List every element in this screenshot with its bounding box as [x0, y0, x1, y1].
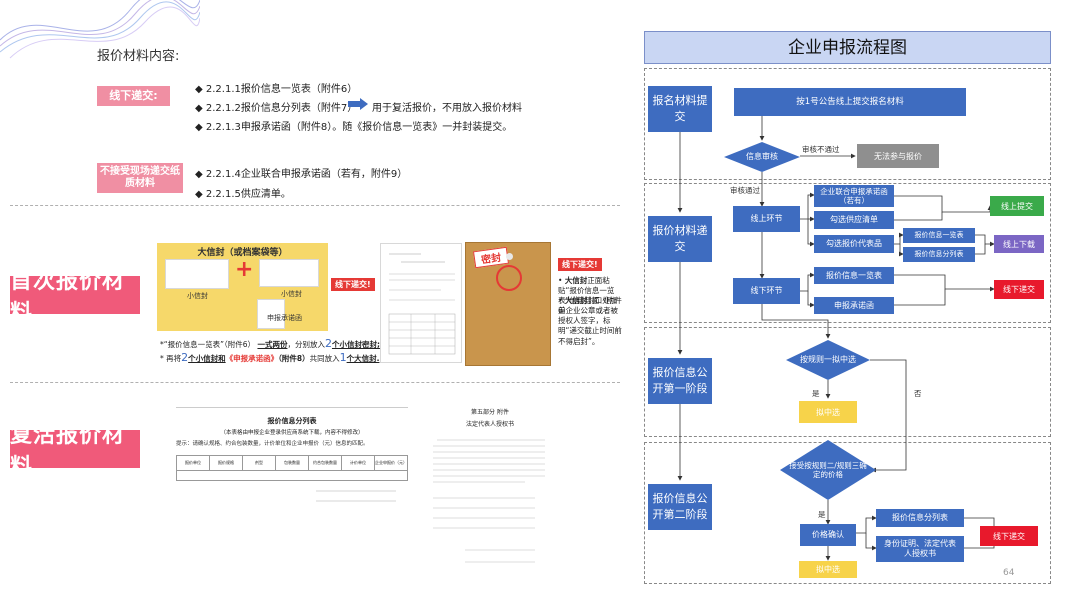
doc1-table-row — [176, 471, 408, 481]
flow-info-split-offline: 报价信息分列表 — [876, 509, 964, 527]
envelope-title: 大信封（或档案袋等） — [197, 248, 288, 258]
commit-letter-label: 申报承诺函 — [267, 314, 302, 322]
page-number: 64 — [1003, 568, 1015, 578]
diamond-rule1 — [786, 340, 870, 380]
flow-title: 企业申报流程图 — [644, 31, 1051, 64]
flow-online-step: 线上环节 — [733, 206, 800, 232]
stage-box-2 — [644, 183, 1051, 323]
flow-submit-registration: 按1号公告线上提交报名材料 — [734, 88, 966, 116]
flow-review-pass-label: 审核通过 — [730, 186, 760, 195]
section-title: 报价材料内容: — [97, 49, 180, 64]
string-button-icon — [506, 253, 513, 260]
flow-offline-submit-2: 线下递交 — [980, 526, 1038, 546]
flow-cannot-quote: 无法参与报价 — [857, 144, 939, 168]
small-envelope-label-2: 小信封 — [281, 290, 302, 298]
flow-joint-commitment: 企业联合申报承诺函（若有） — [814, 185, 894, 207]
flow-info-list-online: 报价信息一览表 — [903, 228, 975, 243]
plus-sign: + — [235, 257, 254, 282]
flow-review-label: 信息审核 — [746, 152, 778, 161]
doc1-signature-lines — [316, 490, 396, 502]
flow-offline-step: 线下环节 — [733, 278, 800, 304]
authorization-document: 第五部分 附件 法定代表人授权书 — [425, 403, 555, 573]
stage-label-public-2: 报价信息公开第二阶段 — [648, 484, 712, 530]
flow-online-submit: 线上提交 — [990, 196, 1044, 216]
flow-commitment-letter: 申报承诺函 — [814, 297, 894, 314]
small-envelope-thumb-2 — [259, 259, 319, 287]
diamond-review — [724, 142, 800, 172]
decorative-swirl — [0, 0, 200, 59]
stage-label-submission: 报价材料递交 — [648, 216, 712, 262]
doc1-title: 报价信息分列表 — [267, 417, 317, 425]
envelope-note-1: *“报价信息一览表”（附件6） 一式两份，分别放入2个小信封密封; — [160, 337, 380, 350]
no-paper-pill: 不接受现场递交纸质材料 — [97, 163, 183, 193]
stage-box-3 — [644, 327, 1051, 437]
flow-select-representative: 勾选报价代表品 — [814, 235, 894, 253]
stage-label-public-1: 报价信息公开第一阶段 — [648, 358, 712, 404]
recheck-note: 用于复活报价，不用放入报价材料 — [372, 103, 522, 114]
flow-offline-submit: 线下递交 — [994, 280, 1044, 299]
info-split-document: 报价信息分列表 （本表格由申报企业登录供应商系统下载，内容不得修改） 提示：请确… — [176, 407, 408, 512]
flow-rule1-label: 按规则一拟中选 — [800, 355, 856, 364]
flow-win-2: 拟中选 — [799, 561, 857, 578]
no-paper-item-1: ◆ 2.2.1.4企业联合申报承诺函（若有，附件9） — [195, 169, 408, 180]
stage-box-4 — [644, 442, 1051, 584]
divider-2 — [10, 382, 620, 383]
flow-yes-2: 是 — [818, 510, 826, 519]
commit-letter-thumb — [257, 299, 285, 329]
doc2-text-lines — [433, 439, 545, 563]
envelope-note-2: * 再将2个小信封和《申报承诺函》（附件8）共同放入1个大信封. — [160, 351, 380, 364]
offline-tag-right: 线下递交! — [558, 258, 602, 271]
offline-item-1: ◆ 2.2.1.1报价信息一览表（附件6） — [195, 84, 358, 95]
small-envelope-label-1: 小信封 — [187, 292, 208, 300]
offline-submit-pill: 线下递交: — [97, 86, 170, 106]
doc2-subtitle: 法定代表人授权书 — [465, 421, 514, 428]
flow-win-1: 拟中选 — [799, 401, 857, 423]
flow-select-supply-list: 勾选供应清单 — [814, 211, 894, 229]
doc1-subtitle: （本表格由申报企业登录供应商系统下载，内容不得修改） — [220, 430, 364, 436]
offline-item-2: ◆ 2.2.1.2报价信息分列表（附件7） — [195, 103, 358, 114]
flow-rule2-label: 接受按规则二/规则三确定的价格 — [789, 460, 867, 479]
info-list-document-thumb — [380, 243, 462, 363]
sealed-envelope-image: 密封 — [465, 242, 551, 366]
flow-info-list-offline: 报价信息一览表 — [814, 267, 894, 284]
diamond-rule2 — [780, 440, 876, 500]
stage-label-registration: 报名材料提交 — [648, 86, 712, 132]
envelope-right-note-2: • 大信封封口处加盖企业公章或者被授权人签字，标明“递交截止时间前不得启封”。 — [558, 296, 622, 346]
document-lines-icon — [388, 253, 456, 355]
arrow-right-icon — [348, 98, 368, 110]
flow-yes-1: 是 — [812, 389, 820, 398]
flow-no-1: 否 — [914, 389, 922, 398]
doc1-table-header: 报价单位 报价规格 剂型 包装数量 约合包装数量 计价单位 企业申报价（元） — [176, 455, 408, 471]
offline-item-3: ◆ 2.2.1.3申报承诺函（附件8）。随《报价信息一览表》一并封装提交。 — [195, 122, 513, 133]
doc2-title: 第五部分 附件 — [471, 409, 509, 416]
small-envelope-thumb-1 — [165, 259, 229, 289]
seal-circle-icon — [496, 265, 522, 291]
envelope-right-note-1: • 大信封正面粘贴“报价信息一览表”信封封面（附件6） — [558, 276, 622, 316]
flow-id-proof: 身份证明、法定代表人授权书 — [876, 536, 964, 562]
divider-1 — [10, 205, 620, 206]
flow-price-confirm: 价格确认 — [800, 524, 856, 546]
envelope-illustration: 大信封（或档案袋等） 小信封 + 小信封 申报承诺函 — [157, 243, 328, 331]
doc1-tip: 提示：请确认规格、约合包装数量，计价单位和企业申报价（元）信息的匹配。 — [176, 441, 369, 447]
no-paper-item-2: ◆ 2.2.1.5供应清单。 — [195, 189, 291, 200]
offline-tag-left: 线下递交! — [331, 278, 375, 291]
flow-info-split-online: 报价信息分列表 — [903, 247, 975, 262]
flow-online-download: 线上下载 — [994, 235, 1044, 253]
flow-review-fail-label: 审核不通过 — [802, 145, 840, 154]
stage-box-1 — [644, 68, 1051, 180]
